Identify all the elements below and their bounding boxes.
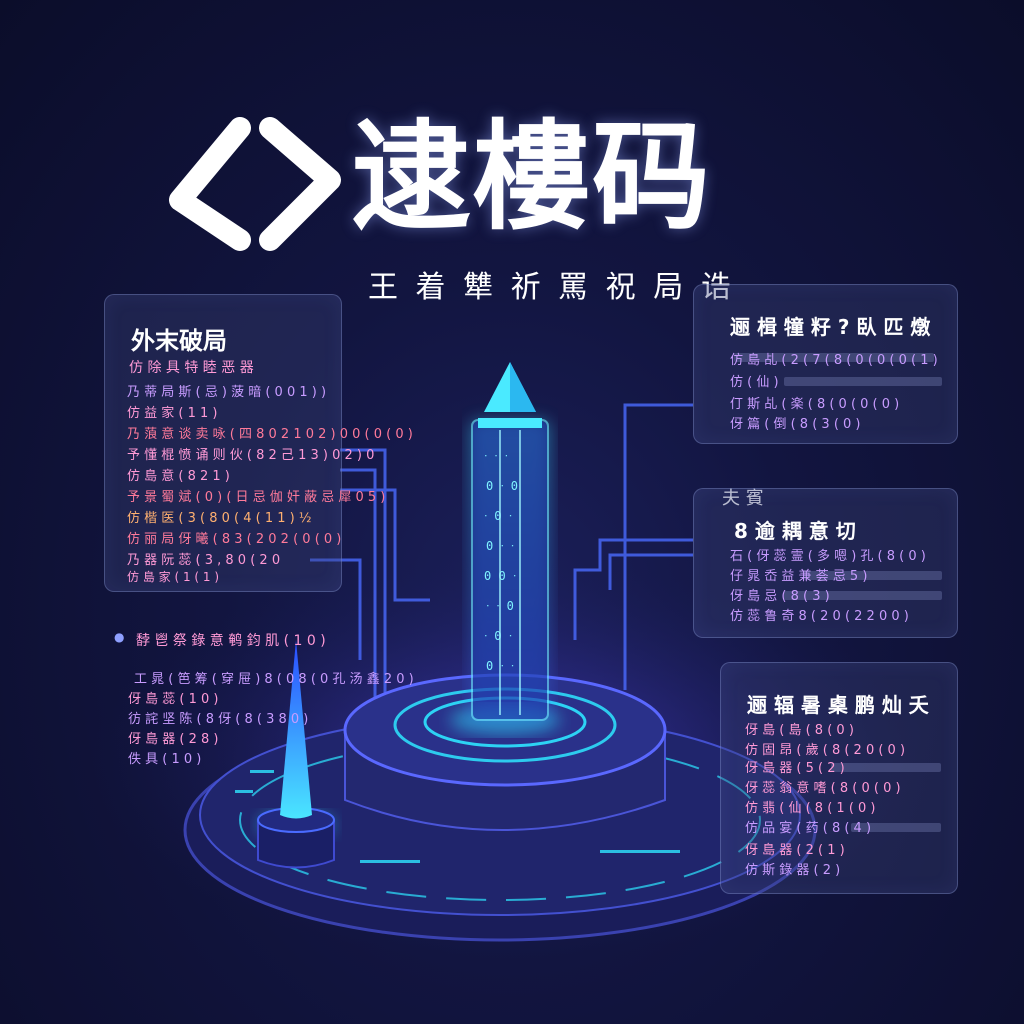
circuit-line-icon-right [573,403,693,690]
right-top-panel: 逦 楫 犝 籽 ? 臥 匹 燉 仿 島 乩 ( 2 ( 7 ( 8 ( 0 ( … [693,284,958,444]
progress-bar [734,353,934,362]
left-info-panel: 外末破局 仿 除 具 特 睦 恶 器 乃 蒂 局 斯 ( 忌 ) 菠 暗 ( 0… [104,294,413,592]
list-item: 伢 島 器 ( 2 8 ) [128,732,219,747]
brand-title: 逮樓码 [352,108,713,246]
svg-text:ᐧ 0 ᐧ: ᐧ 0 ᐧ [484,509,512,523]
section-label: 夫 賓 [722,488,764,509]
list-item: 仔 晁 岙 益 兼 荟 忌 5 ) [730,569,868,584]
list-item: 予 景 蜀 斌 ( 0 ) ( 日 忌 伽 奸 蔽 忌 犀 0 5 ) [127,490,386,505]
list-item: 伢 島 忌 ( 8 ( 3 ) [730,589,830,604]
list-item: 仿 丽 局 伢 曦 ( 8 3 ( 2 0 2 ( 0 ( 0 ) [127,532,342,547]
list-item: 仿 益 家 ( 1 1 ) [127,406,218,421]
panel-title: 8 逾 耦 意 切 [734,519,856,543]
light-dashes [235,770,680,863]
list-item: 仿 品 宴 ( 药 ( 8 ( 4 ) [745,821,872,836]
list-item: 仿 斯 錄 器 ( 2 ) [745,863,841,878]
progress-bar [831,763,941,772]
panel-title: 逦 楫 犝 籽 ? 臥 匹 燉 [730,315,931,339]
progress-bar [784,591,942,600]
crystal-tower-icon: ᐧ ᐧ ᐧ 0 ᐧ 0 ᐧ 0 ᐧ 0 ᐧ ᐧ 0 0 ᐧ ᐧ ᐧ 0 ᐧ 0 … [470,362,550,721]
progress-bar [851,823,941,832]
panel-title: 逦 辐 暑 㮚 鹏 灿 夭 [747,693,929,717]
list-item: 仿 固 昂 ( 歲 ( 8 ( 2 0 ( 0 ) [745,743,906,758]
list-item: 仿 蕊 鲁 奇 8 ( 2 0 ( 2 2 0 0 ) [730,609,909,624]
list-item: 佚 具 ( 1 0 ) [128,752,202,767]
right-bottom-panel: 逦 辐 暑 㮚 鹏 灿 夭 伢 島 ( 島 ( 8 ( 0 ) 仿 固 昂 ( … [720,662,958,894]
list-item: 伢 蕊 翁 意 嗜 ( 8 ( 0 ( 0 ) [745,781,901,796]
brand-subtitle: 王 着 犨 祈 罵 祝 局 诰 [368,270,735,305]
list-item: 伢 島 器 ( 2 ( 1 ) [745,843,845,858]
list-item: 仿 島 意 ( 8 2 1 ) [127,469,230,484]
list-item: 予 懂 棍 愤 诵 则 伙 ( 8 2 己 1 3 ) 0 2 ) 0 [127,448,375,463]
svg-text:ᐧ ᐧ ᐧ: ᐧ ᐧ ᐧ [484,449,508,463]
code-bracket-logo-icon [169,117,341,251]
list-item: 伢 島 蕊 ( 1 0 ) [128,692,219,707]
list-item: 工 晁 ( 笆 筹 ( 穿 屉 ) 8 ( 0 8 ( 0 孔 汤 鑫 2 0 … [134,672,414,687]
list-item: 仿 島 家 ( 1 ( 1 ) [127,570,220,584]
svg-text:ᐧ 0 ᐧ: ᐧ 0 ᐧ [484,629,512,643]
list-item: 石 ( 伢 蕊 霊 ( 多 嗯 ) 孔 ( 8 ( 0 ) [730,549,926,564]
right-mid-panel: 8 逾 耦 意 切 石 ( 伢 蕊 霊 ( 多 嗯 ) 孔 ( 8 ( 0 ) … [693,488,958,638]
list-item: 伢 篇 ( 倒 ( 8 ( 3 ( 0 ) [730,417,861,432]
progress-bar [804,571,942,580]
panel-subtitle: 仿 除 具 特 睦 恶 器 [129,360,254,376]
loose-heading: 馞 鬯 祭 錄 意 鹌 鈞 肌 ( 1 0 ) [136,633,326,649]
list-item: 仃 斯 乩 ( 楽 ( 8 ( 0 ( 0 ( 0 ) [730,397,900,412]
svg-text:0 ᐧ 0: 0 ᐧ 0 [486,479,518,493]
small-crystal-icon [257,640,335,869]
list-item: 乃 蒂 局 斯 ( 忌 ) 菠 暗 ( 0 0 1 ) ) [127,385,327,400]
list-item: 乃 蒗 意 谈 卖 咏 ( 四 8 0 2 1 0 2 ) 0 0 ( 0 ( … [127,427,413,442]
bullet-icon: ● [114,630,125,644]
list-item: 仿 楷 医 ( 3 ( 8 0 ( 4 ( 1 1 ) ½ [127,511,312,526]
progress-bar [784,377,942,386]
list-item: 彷 詫 坚 陈 ( 8 伢 ( 8 ( 3 8 0 ) [128,712,309,727]
list-item: 乃 器 阮 蕊 ( 3 , 8 0 ( 2 0 [127,553,281,568]
list-item: 仿 島 乩 ( 2 ( 7 ( 8 ( 0 ( 0 ( 0 ( 1 ) [730,353,938,368]
panel-title: 外末破局 [131,327,227,355]
list-item: 伢 島 器 ( 5 ( 2 ) [745,761,845,776]
list-item: 仿 翡 ( 仙 ( 8 ( 1 ( 0 ) [745,801,876,816]
list-item: 伢 島 ( 島 ( 8 ( 0 ) [745,723,854,738]
list-item: 仿 ( 仙 ) [730,375,779,390]
